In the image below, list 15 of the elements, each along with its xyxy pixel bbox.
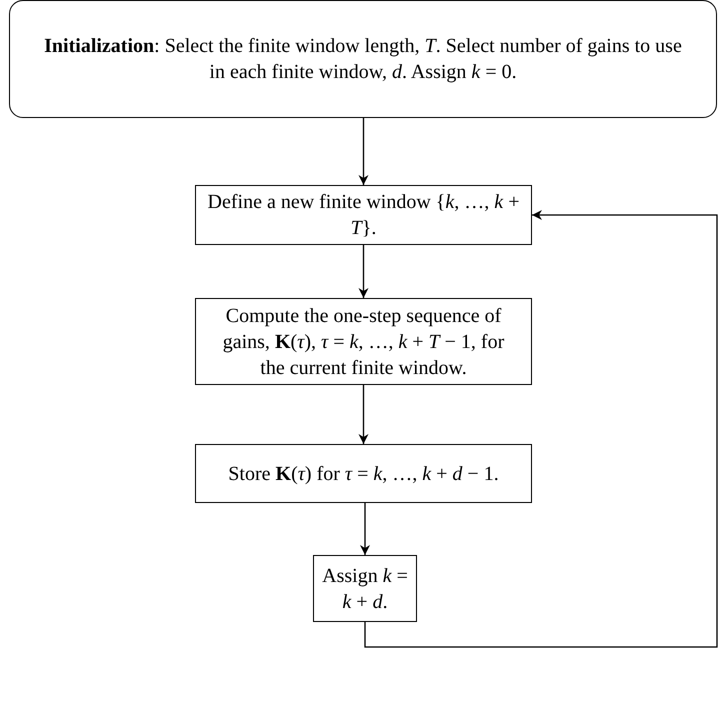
arrow: [358, 245, 368, 298]
box-text: Store K(τ) for τ = k, …, k + d − 1.: [228, 462, 499, 486]
process-box: [313, 555, 417, 622]
rounded-process-box: [9, 0, 717, 118]
arrow: [358, 385, 368, 444]
box-text: Define a new finite window {k, …, k + T}.: [206, 190, 520, 241]
arrow: [364, 210, 718, 648]
process-box: [195, 298, 532, 385]
process-box: [195, 444, 532, 503]
arrow: [360, 503, 370, 555]
arrow: [358, 118, 368, 185]
box-text: Assign k = k + d.: [321, 564, 409, 614]
box-text: Initialization: Select the finite window length, T. Select number of gains to use in each finite window, d. Assign k = 0.: [43, 34, 683, 85]
box-text: Compute the one-step sequence of gains, K(τ), τ = k, …, k + T − 1, for the current finite window.: [222, 304, 506, 380]
process-box: [195, 185, 532, 245]
